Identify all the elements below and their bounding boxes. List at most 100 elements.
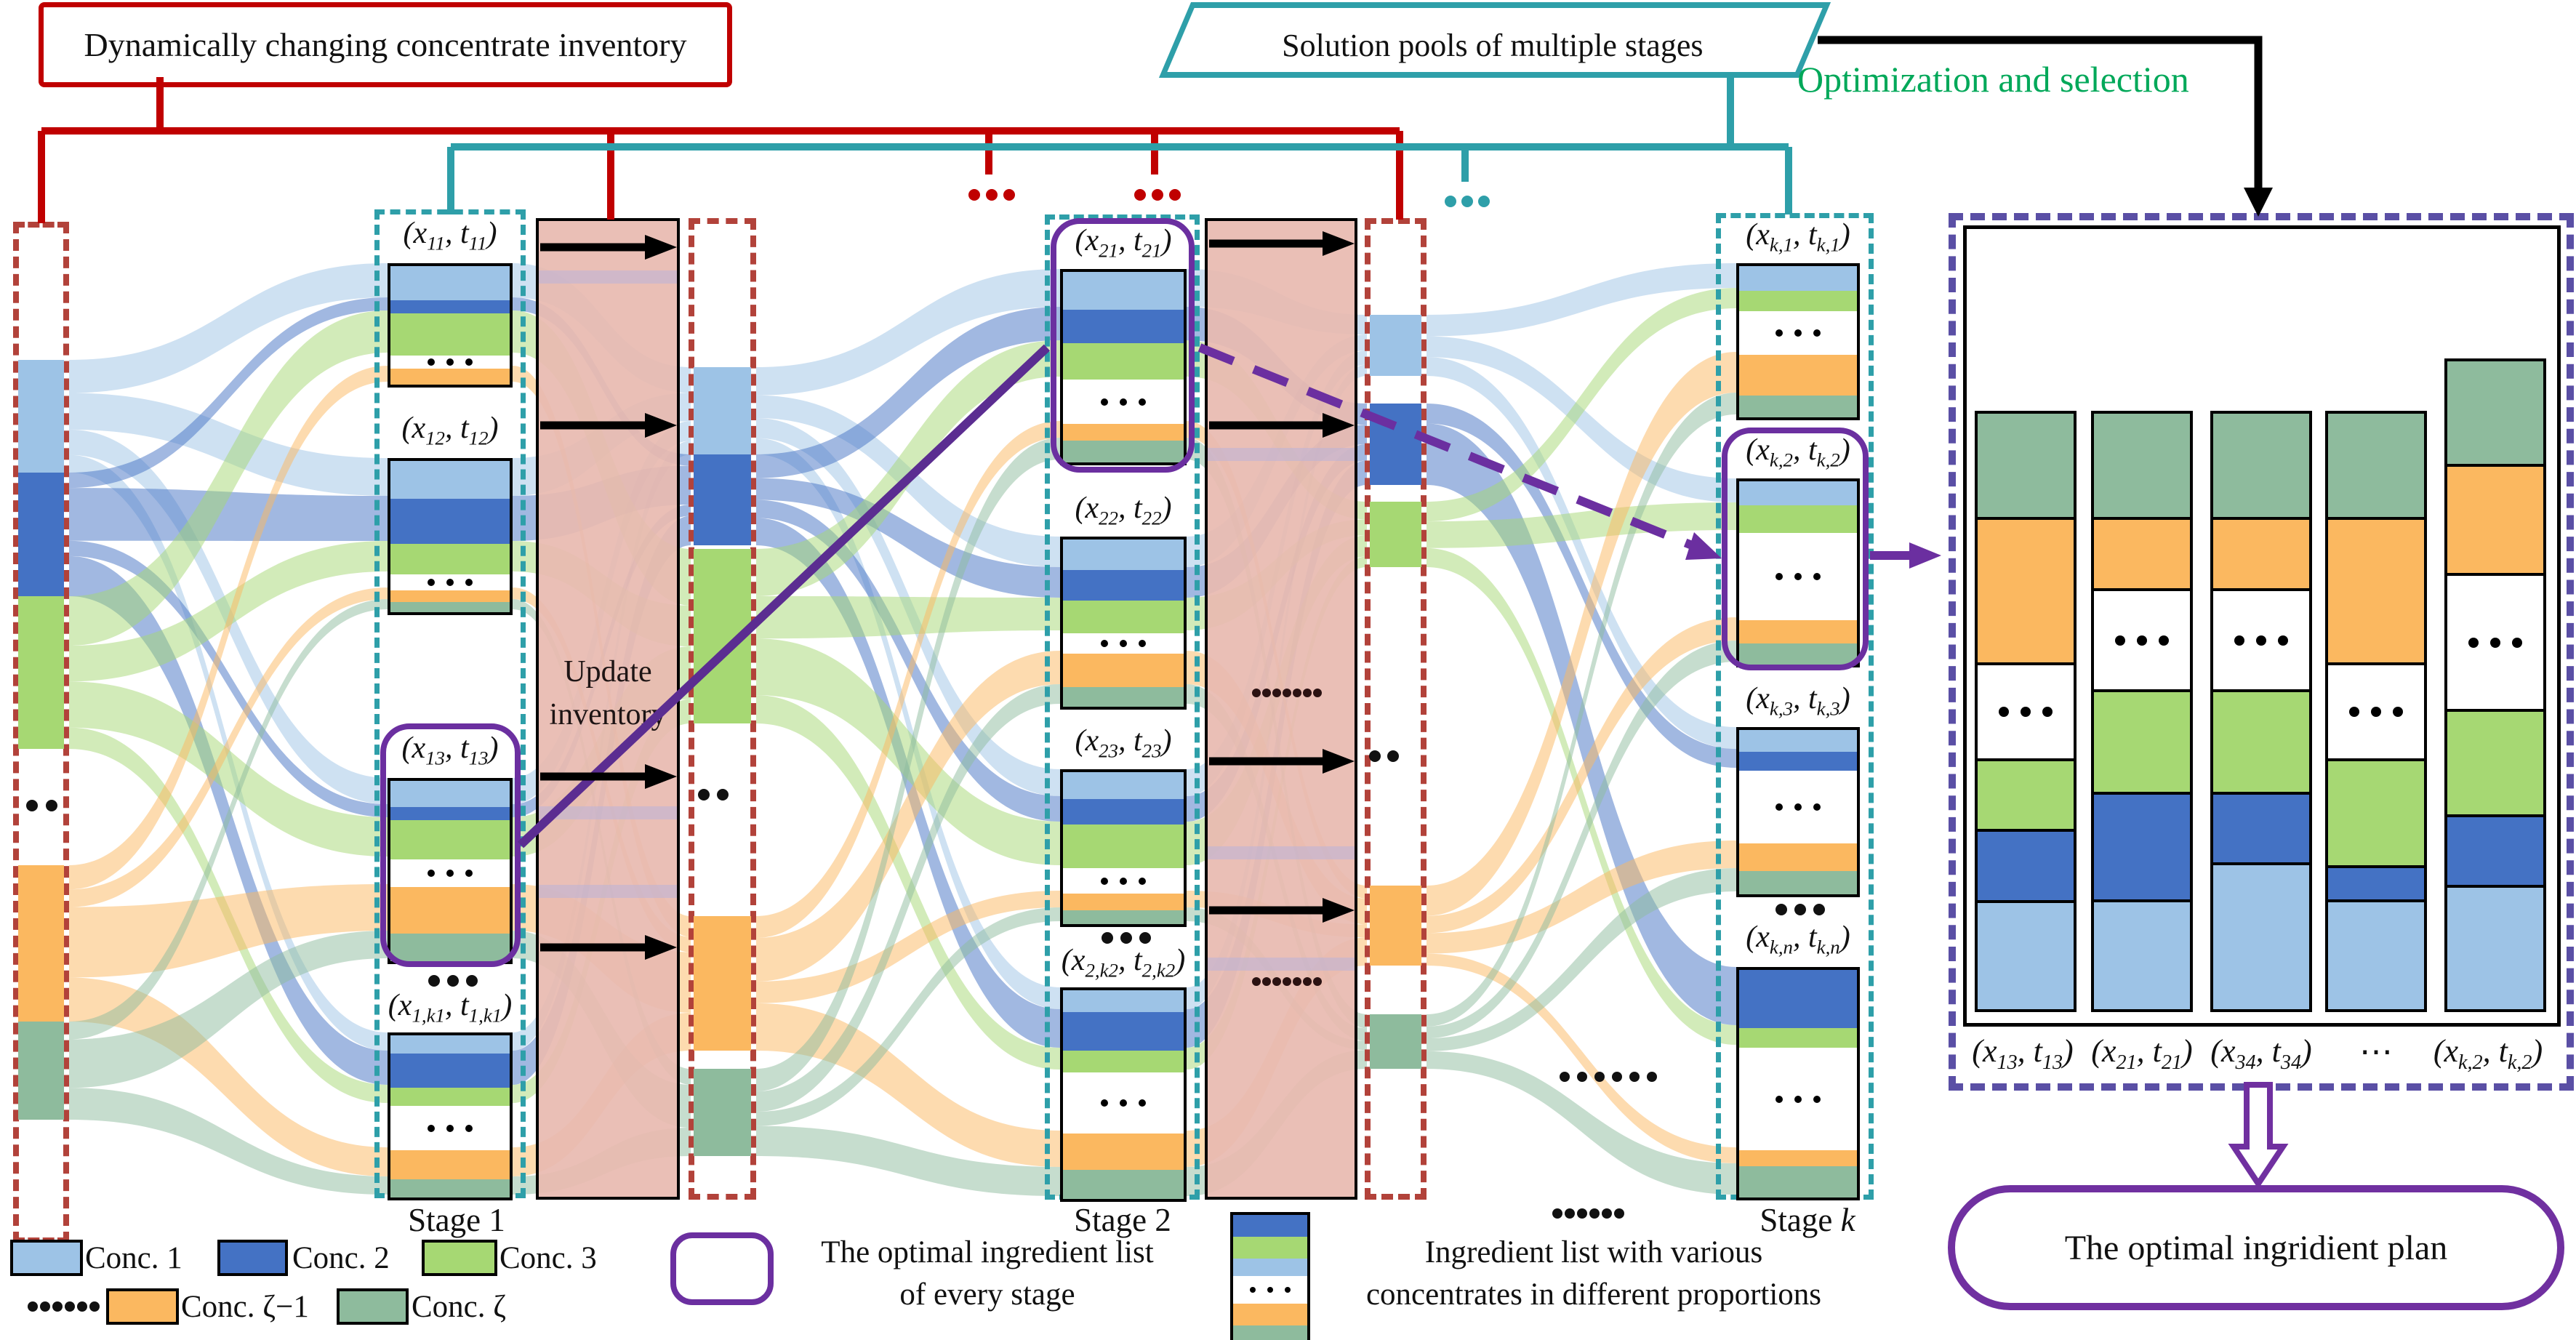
bar-segment-sg [2325, 411, 2427, 520]
list-segment-lb [1063, 272, 1184, 310]
flow-ribbon [756, 269, 1060, 396]
bar-segment-sg [2210, 411, 2312, 520]
list-segment-o [390, 590, 510, 602]
plan-bar-label-1: (x13, t13) [1972, 1033, 2074, 1074]
solution-label-2-2: (x22, t22) [1075, 492, 1172, 529]
ingredient-list-3-2 [1736, 478, 1860, 667]
list-segment-sg [1063, 687, 1184, 707]
flow-ribbon [756, 1003, 1060, 1167]
inventory-title-box: Dynamically changing concentrate invento… [39, 2, 732, 87]
list-segment-db [1063, 310, 1184, 343]
flow-ribbon [69, 977, 388, 1176]
list-segment-g [390, 1088, 510, 1106]
update-column-1 [536, 218, 680, 1200]
bar-segment-db [2325, 865, 2427, 902]
flow-ribbon [1427, 352, 1736, 916]
flow-ribbon [756, 907, 1060, 1126]
ellipsis-in-segment [1739, 311, 1857, 355]
legend-swatch-o [106, 1288, 179, 1325]
plan-bar-label-2: (x21, t21) [2091, 1033, 2193, 1074]
list-segment-w [1063, 633, 1184, 654]
ellipsis-in-segment [1739, 1048, 1857, 1150]
list-segment-o [1739, 620, 1857, 643]
list-segment-w [390, 859, 510, 887]
list-segment-o [1739, 1150, 1857, 1166]
list-segment-sg [1739, 643, 1857, 665]
update-arrows [540, 231, 1355, 960]
flow-ribbon [1427, 1051, 1736, 1195]
list-segment-g [390, 313, 510, 356]
inventory-segment-db [18, 473, 64, 596]
list-segment-w [390, 1106, 510, 1150]
list-segment-o [390, 887, 510, 934]
list-segment-w [1739, 533, 1857, 620]
flow-ribbon [756, 1126, 1060, 1196]
ellipsis-in-segment [1063, 633, 1184, 654]
flow-ribbon [1427, 617, 1736, 934]
optimal-plan-box: The optimal ingridient plan [1948, 1185, 2564, 1310]
selected-solution-box [1051, 218, 1195, 473]
plan-bar-label-3: (x34, t34) [2210, 1033, 2312, 1074]
bar-segment-sg [2444, 358, 2546, 467]
optimization-label: Optimization and selection [1797, 59, 2189, 100]
list-segment-db [1063, 1012, 1184, 1051]
list-segment-g [1063, 343, 1184, 380]
inventory-segment-o [18, 865, 64, 1022]
flow-ribbon [69, 310, 388, 646]
list-segment-lb [1063, 990, 1184, 1012]
flow-ribbon [1427, 393, 1736, 1027]
list-segment-db [390, 499, 510, 544]
list-segment-db [1063, 570, 1184, 601]
list-segment-sg [1739, 1166, 1857, 1197]
list-segment-o [390, 369, 510, 385]
flow-ribbon [1427, 263, 1736, 337]
caption-ingredient-list-1: Ingredient list with various [1424, 1235, 1763, 1269]
inventory-segment-o [1370, 886, 1421, 966]
flow-ribbon [69, 297, 388, 489]
list-segment-lb [1739, 266, 1857, 291]
plan-bar-4 [2325, 411, 2427, 1027]
legend-ingredient-list-icon [1230, 1212, 1310, 1340]
flow-ribbon [69, 681, 388, 856]
icon-segment-o [1233, 1304, 1307, 1325]
flow-ribbon [756, 595, 1060, 639]
stage-label-1: Stage 1 [408, 1202, 505, 1238]
solution-label-2-1: (x21, t21) [1075, 224, 1172, 262]
icon-segment-sg [1233, 1325, 1307, 1340]
bar-segment-g [2444, 709, 2546, 817]
flow-ribbon [69, 587, 388, 907]
list-segment-lb [390, 781, 510, 807]
legend-swatch-lb [10, 1240, 83, 1276]
list-segment-lb [1063, 772, 1184, 799]
flow-ribbon [756, 478, 1060, 598]
flow-ribbon [1427, 357, 1736, 749]
inventory-segment-sg [18, 1022, 64, 1120]
flow-ribbon [69, 393, 388, 496]
ingredient-list-2-2 [1060, 537, 1187, 710]
list-segment-o [1739, 843, 1857, 871]
list-segment-g [1739, 291, 1857, 311]
plan-bar-5 [2444, 358, 2546, 1027]
icon-segment-lb [1233, 1259, 1307, 1276]
list-segment-w [390, 574, 510, 590]
inventory-title-text: Dynamically changing concentrate invento… [84, 26, 687, 63]
icon-segment-db [1233, 1215, 1307, 1237]
flow-ribbon [756, 638, 1060, 865]
inventory-segment-g [18, 596, 64, 749]
flow-band [1208, 846, 1355, 859]
flow-ribbon [69, 931, 388, 1088]
inventory-segment-lb [1370, 315, 1421, 376]
stage-label-2: Stage 2 [1074, 1202, 1171, 1238]
list-segment-g [390, 544, 510, 574]
ellipsis-in-segment [390, 859, 510, 887]
list-segment-w [1739, 1048, 1857, 1150]
optimal-plan-text: The optimal ingridient plan [2064, 1228, 2448, 1267]
plan-bar-3 [2210, 411, 2312, 1027]
list-segment-g [1739, 1028, 1857, 1048]
ellipsis-in-segment [1063, 380, 1184, 424]
flow-band [539, 885, 677, 898]
caption-ingredient-list-2: concentrates in different proportions [1365, 1277, 1822, 1312]
bar-segment-o [2325, 517, 2427, 665]
